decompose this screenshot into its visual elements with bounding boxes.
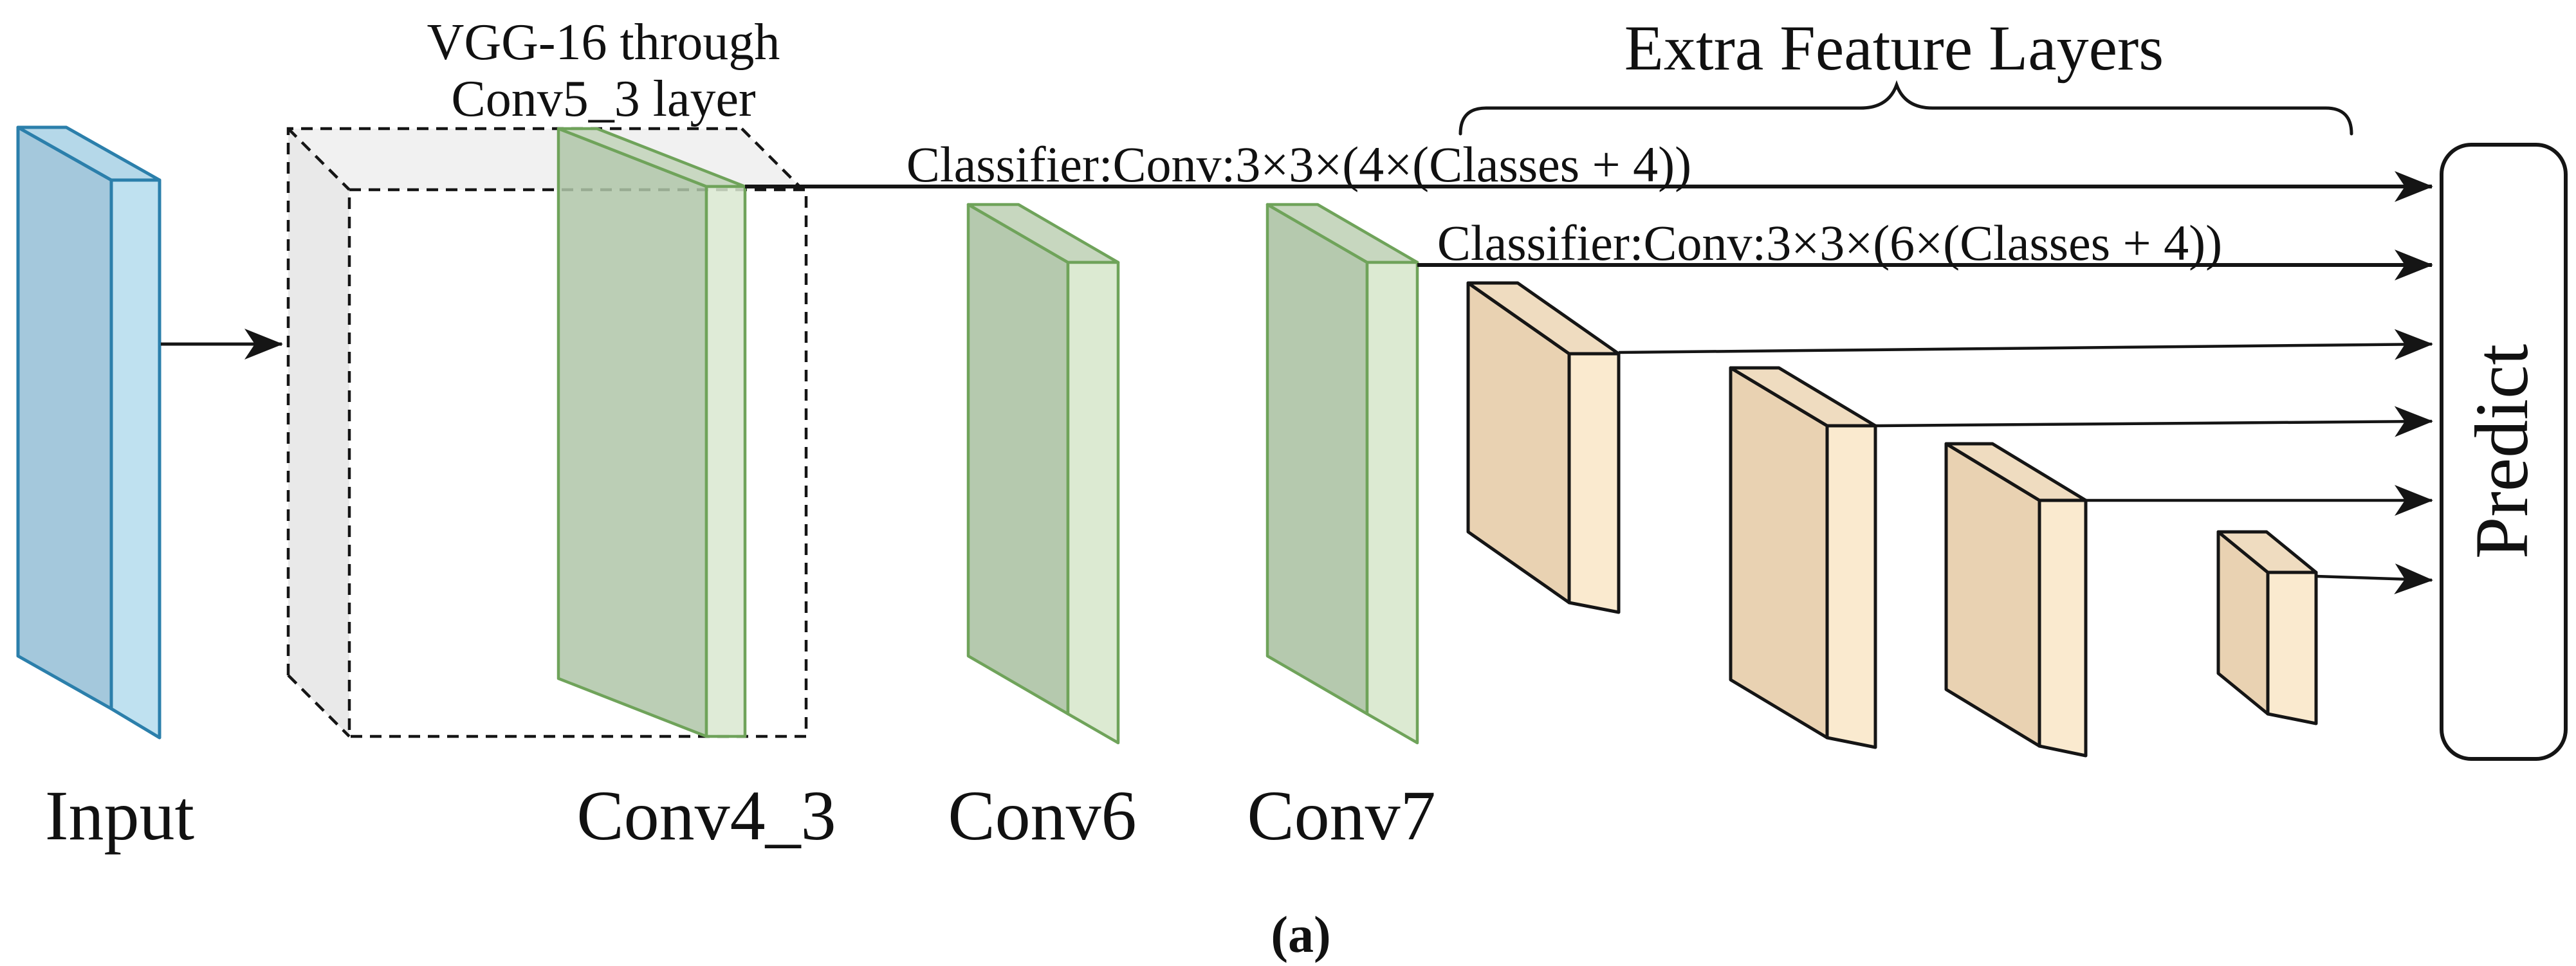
extra1-predict-arrow	[1618, 329, 2433, 360]
extra-slab-1-strip	[1567, 352, 1621, 614]
extra-slab-2-face	[1729, 366, 1829, 740]
extra-slab-2-strip	[1825, 424, 1877, 749]
extra-feature-layers-label: Extra Feature Layers	[1624, 12, 2164, 84]
conv4-3-label: Conv4_3	[576, 776, 836, 855]
predict-label: Predict	[2460, 344, 2544, 559]
conv6-label: Conv6	[948, 776, 1136, 855]
conv4-3-face	[557, 127, 708, 738]
input-strip	[109, 178, 161, 740]
conv7-face	[1265, 203, 1369, 716]
extra-layers-brace	[1458, 80, 2353, 136]
conv7-strip	[1365, 260, 1419, 745]
input-layer-slab	[16, 125, 161, 740]
conv4-3-strip	[704, 185, 747, 738]
predict-box	[2440, 143, 2568, 761]
conv7-label: Conv7	[1247, 776, 1435, 855]
input-label: Input	[45, 776, 194, 855]
subfigure-caption: (a)	[1271, 907, 1330, 963]
cube-topleft-diagonal	[287, 127, 351, 191]
input-face	[16, 125, 113, 711]
cube-topright-diagonal	[741, 127, 804, 191]
extra-slab-4-strip	[2266, 570, 2318, 725]
conv6-strip	[1066, 260, 1120, 745]
conv7-layer-slab	[1265, 203, 1419, 745]
cube-bottomleft-diagonal	[287, 674, 351, 738]
extra2-predict-arrow	[1875, 406, 2433, 437]
extra-slab-1	[1466, 281, 1621, 614]
conv6-layer-slab	[966, 203, 1120, 745]
extra-slab-3	[1944, 442, 2088, 758]
extra-slab-3-strip	[2038, 498, 2088, 758]
extra-slab-4	[2216, 530, 2318, 725]
classifier2-label: Classifier:Conv:3×3×(6×(Classes + 4))	[1437, 215, 2222, 271]
conv6-face	[966, 203, 1070, 716]
vgg-label-line2: Conv5_3 layer	[451, 71, 755, 127]
extra4-predict-arrow	[2315, 563, 2433, 595]
extra-slab-2	[1729, 366, 1877, 749]
vgg-label-line1: VGG-16 through	[427, 14, 780, 71]
conv4-3-plane	[557, 127, 747, 738]
classifier1-label: Classifier:Conv:3×3×(4×(Classes + 4))	[906, 136, 1691, 192]
cube-left-face	[288, 129, 349, 736]
